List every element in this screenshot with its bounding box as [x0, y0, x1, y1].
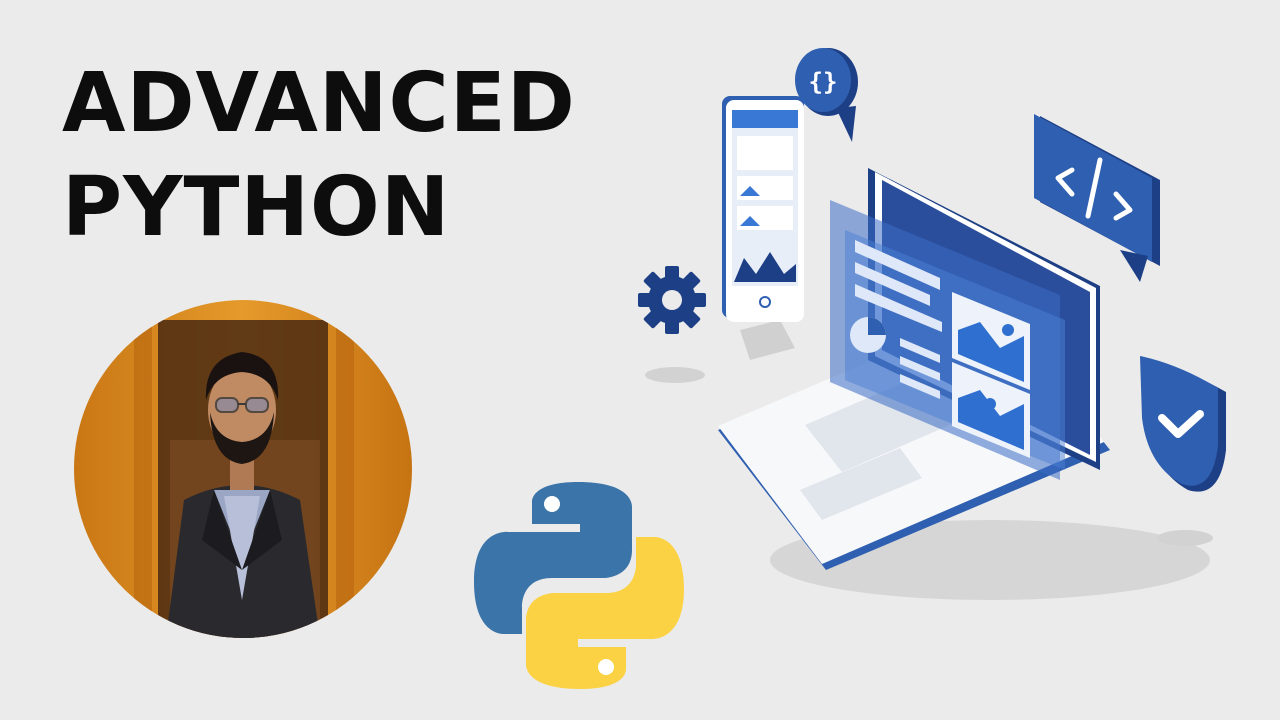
title-line-2: PYTHON: [62, 160, 451, 255]
svg-text:{}: {}: [809, 68, 838, 96]
tech-illustration: {}: [600, 30, 1260, 630]
shield-icon: [1140, 356, 1226, 492]
code-tag-bubble-icon: [1034, 114, 1160, 282]
laptop-icon: [718, 168, 1110, 570]
page-title: ADVANCED PYTHON: [62, 52, 576, 260]
gear-icon: [638, 266, 706, 334]
title-line-1: ADVANCED: [62, 56, 576, 151]
curly-braces-bubble-icon: {}: [795, 48, 858, 142]
mobile-phone-icon: [722, 96, 804, 322]
avatar: [74, 300, 412, 638]
person-photo: [74, 300, 412, 638]
python-logo-icon: [470, 478, 688, 693]
